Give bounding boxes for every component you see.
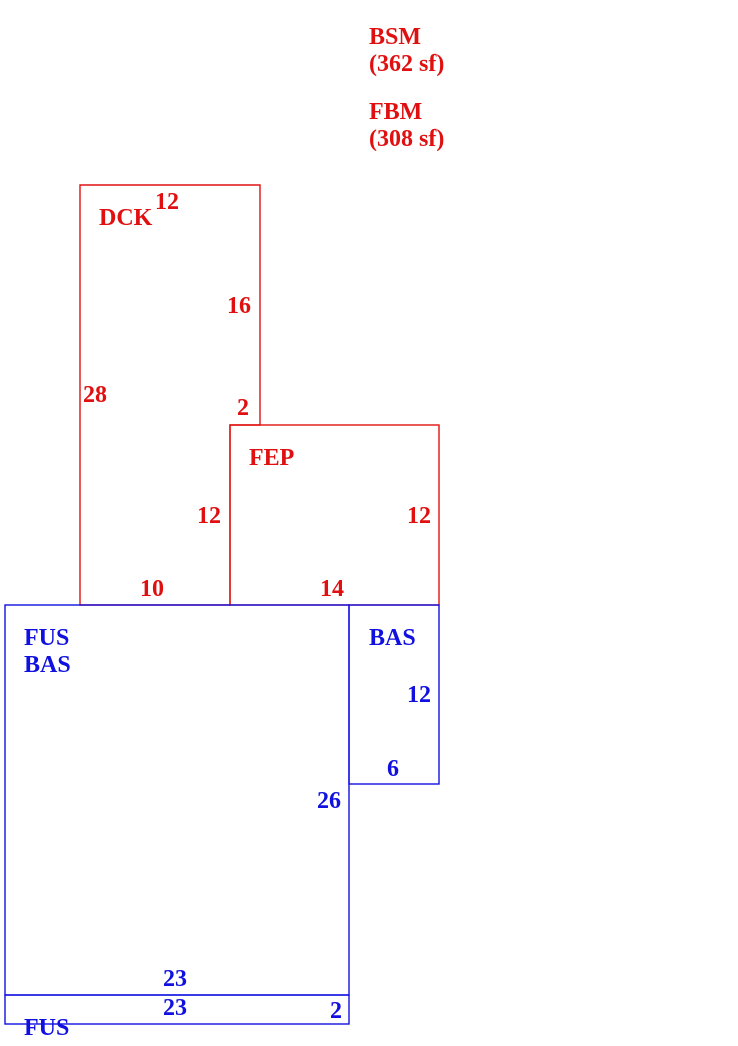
dck-label: DCK [99, 205, 153, 231]
strip-dim-top: 23 [163, 995, 187, 1021]
bas-side-dim-bottom: 6 [387, 756, 399, 782]
fep-dim-left: 12 [197, 503, 221, 529]
legend-code-bsm: BSM [369, 24, 421, 50]
fep-dim-bottom: 14 [320, 576, 344, 602]
dck-dim-step: 2 [237, 395, 249, 421]
bas-side-area: BAS 12 6 [369, 625, 431, 782]
strip-dim-right: 2 [330, 998, 342, 1024]
main-label-fus: FUS [24, 625, 69, 651]
fus-strip-area: 23 2 FUS [24, 995, 342, 1041]
bas-side-label: BAS [369, 625, 416, 651]
dck-dim-bottom: 10 [140, 576, 164, 602]
fep-label: FEP [249, 445, 294, 471]
dck-dim-left: 28 [83, 382, 107, 408]
strip-label: FUS [24, 1015, 69, 1041]
legend-area-fbm: (308 sf) [369, 126, 444, 152]
bas-side-outline [348, 604, 440, 785]
main-label-bas: BAS [24, 652, 71, 678]
main-dim-right: 26 [317, 788, 341, 814]
dck-dim-right-upper: 16 [227, 293, 251, 319]
dck-dim-top: 12 [155, 189, 179, 215]
main-area: FUS BAS 26 23 [24, 625, 341, 992]
fep-area: FEP 12 12 14 [197, 445, 431, 602]
dck-area: DCK 12 16 28 2 10 [83, 189, 251, 602]
bas-side-dim-right: 12 [407, 682, 431, 708]
fus-strip-outline [4, 994, 350, 1025]
area-legend: BSM (362 sf) FBM (308 sf) [369, 24, 444, 152]
main-dim-bottom: 23 [163, 966, 187, 992]
legend-area-bsm: (362 sf) [369, 51, 444, 77]
legend-code-fbm: FBM [369, 99, 422, 125]
fep-dim-right: 12 [407, 503, 431, 529]
dck-outline [79, 184, 261, 606]
